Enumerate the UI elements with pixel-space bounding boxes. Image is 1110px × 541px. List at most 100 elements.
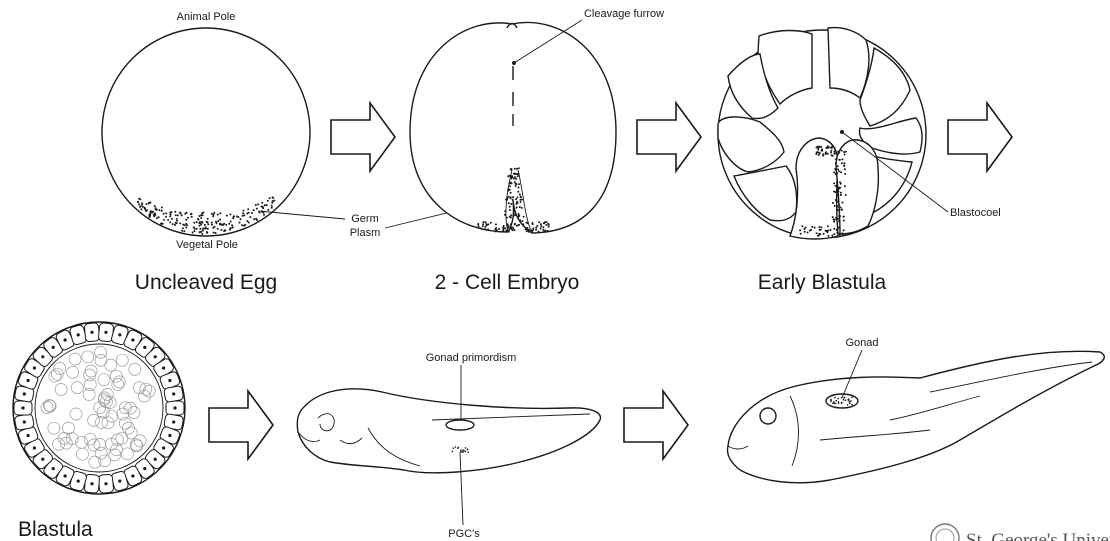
stipple-dot — [526, 222, 528, 224]
stipple-dot — [181, 214, 183, 216]
stipple-dot — [800, 233, 802, 235]
stipple-dot — [462, 449, 464, 451]
stipple-dot — [482, 225, 484, 227]
stipple-dot — [202, 214, 204, 216]
stipple-dot — [835, 403, 837, 405]
stipple-dot — [515, 178, 517, 180]
cell-nucleus — [154, 458, 157, 461]
inner-cell — [116, 354, 128, 366]
stipple-dot — [827, 231, 829, 233]
stipple-dot — [193, 222, 195, 224]
stipple-dot — [153, 214, 155, 216]
stipple-dot — [835, 169, 837, 171]
stipple-dot — [509, 206, 511, 208]
blastocoel-label: Blastocoel — [950, 207, 1001, 219]
stipple-dot — [832, 202, 834, 204]
stipple-dot — [232, 226, 234, 228]
stipple-dot — [545, 224, 547, 226]
stipple-dot — [851, 396, 853, 398]
stipple-dot — [817, 151, 819, 153]
stipple-dot — [518, 215, 520, 217]
stipple-dot — [825, 151, 827, 153]
stipple-dot — [519, 206, 521, 208]
stipple-dot — [834, 397, 836, 399]
stipple-dot — [517, 191, 519, 193]
stipple-dot — [819, 229, 821, 231]
stipple-dot — [511, 176, 513, 178]
stipple-dot — [830, 399, 832, 401]
cell-nucleus — [64, 474, 67, 477]
cell-nucleus — [118, 333, 121, 336]
stipple-dot — [165, 212, 167, 214]
stipple-dot — [509, 175, 511, 177]
stipple-dot — [518, 213, 520, 215]
stipple-dot — [836, 181, 838, 183]
stipple-dot — [196, 228, 198, 230]
stipple-dot — [810, 229, 812, 231]
inner-cell — [101, 388, 113, 400]
stipple-dot — [144, 208, 146, 210]
stipple-dot — [518, 183, 520, 185]
inner-cell — [102, 417, 114, 429]
stipple-dot — [161, 210, 163, 212]
inner-cell — [128, 407, 140, 419]
stipple-dot — [521, 199, 523, 201]
stipple-dot — [510, 197, 512, 199]
stipple-dot — [202, 212, 204, 214]
stipple-dot — [518, 224, 520, 226]
stipple-dot — [196, 221, 198, 223]
cell-nucleus — [118, 480, 121, 483]
cell-nucleus — [77, 333, 80, 336]
stipple-dot — [816, 147, 818, 149]
cell-nucleus — [173, 406, 176, 409]
stipple-dot — [844, 168, 846, 170]
stipple-dot — [504, 214, 506, 216]
germ-plasm-leader — [258, 211, 345, 219]
stipple-dot — [502, 226, 504, 228]
stipple-dot — [207, 223, 209, 225]
stipple-dot — [237, 216, 239, 218]
stipple-dot — [832, 216, 834, 218]
stipple-dot — [838, 188, 840, 190]
stipple-dot — [515, 185, 517, 187]
stipple-dot — [219, 223, 221, 225]
inner-cell — [143, 385, 155, 397]
inner-cell — [55, 384, 67, 396]
stipple-dot — [154, 205, 156, 207]
stipple-dot — [836, 232, 838, 234]
stipple-dot — [838, 402, 840, 404]
stipple-dot — [248, 222, 250, 224]
stipple-dot — [542, 229, 544, 231]
stipple-dot — [478, 225, 480, 227]
stipple-dot — [518, 173, 520, 175]
stipple-dot — [845, 194, 847, 196]
stage-label-blastula: Blastula — [18, 518, 93, 541]
stipple-dot — [269, 197, 271, 199]
arrow-icon — [209, 391, 273, 459]
stipple-dot — [547, 223, 549, 225]
stipple-dot — [266, 204, 268, 206]
stipple-dot — [836, 229, 838, 231]
stipple-dot — [509, 185, 511, 187]
stipple-dot — [818, 226, 820, 228]
stipple-dot — [217, 220, 219, 222]
cell-nucleus — [162, 366, 165, 369]
stage-label-two-cell-embryo: 2 - Cell Embryo — [435, 271, 580, 294]
cell-nucleus — [27, 434, 30, 437]
stipple-dot — [845, 151, 847, 153]
stipple-dot — [485, 226, 487, 228]
cell-nucleus — [41, 355, 44, 358]
stipple-dot — [833, 221, 835, 223]
stage-label-uncleaved-egg: Uncleaved Egg — [135, 271, 277, 294]
stipple-dot — [226, 215, 228, 217]
stipple-dot — [255, 204, 257, 206]
stipple-dot — [517, 197, 519, 199]
stipple-dot — [507, 223, 509, 225]
stipple-dot — [240, 218, 242, 220]
inner-cell — [69, 353, 81, 365]
stipple-dot — [843, 216, 845, 218]
stipple-dot — [185, 223, 187, 225]
stipple-dot — [834, 147, 836, 149]
stipple-dot — [836, 209, 838, 211]
